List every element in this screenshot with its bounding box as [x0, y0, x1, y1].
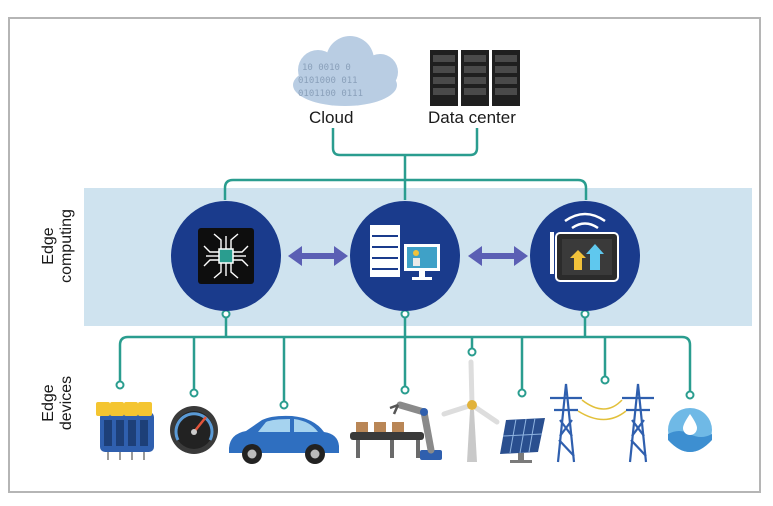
chip-icon [198, 228, 254, 284]
edge-devices-label: Edge devices [40, 333, 76, 473]
server-monitor-icon [370, 225, 440, 280]
diagram-frame [8, 17, 761, 493]
gauge-icon [170, 406, 218, 454]
top-connectors [223, 128, 588, 200]
edge-computing-label-line1: Edge [40, 227, 57, 265]
bidirectional-arrow-1 [288, 246, 348, 266]
cloud-binary-2: 0101000 011 [298, 76, 358, 86]
edge-computing-label-line2: computing [58, 209, 75, 283]
car-icon [229, 415, 339, 464]
connector-dots [115, 309, 695, 410]
edge-computing-label: Edge computing [40, 176, 76, 316]
water-drop-icon [668, 408, 712, 452]
datacenter-label: Data center [428, 108, 516, 127]
wind-turbine-icon [441, 359, 500, 462]
solar-panel-icon [500, 417, 545, 463]
cloud-icon: 10 0010 0 0101000 011 0101100 0111 [293, 36, 398, 106]
edge-devices-label-line2: devices [58, 375, 75, 431]
robot-arm-conveyor-icon [350, 401, 442, 460]
cloud-binary-1: 10 0010 0 [302, 63, 351, 73]
server-rack-icon [430, 50, 520, 106]
bottom-connectors [118, 310, 692, 405]
edge-devices-label-line1: Edge [40, 384, 57, 422]
sensor-rack-icon [96, 402, 154, 460]
cloud-label: Cloud [309, 108, 354, 127]
cloud-binary-3: 0101100 0111 [298, 89, 363, 99]
power-tower-icon [550, 383, 654, 463]
bidirectional-arrow-2 [468, 246, 528, 266]
wireless-tablet-icon [550, 212, 619, 282]
